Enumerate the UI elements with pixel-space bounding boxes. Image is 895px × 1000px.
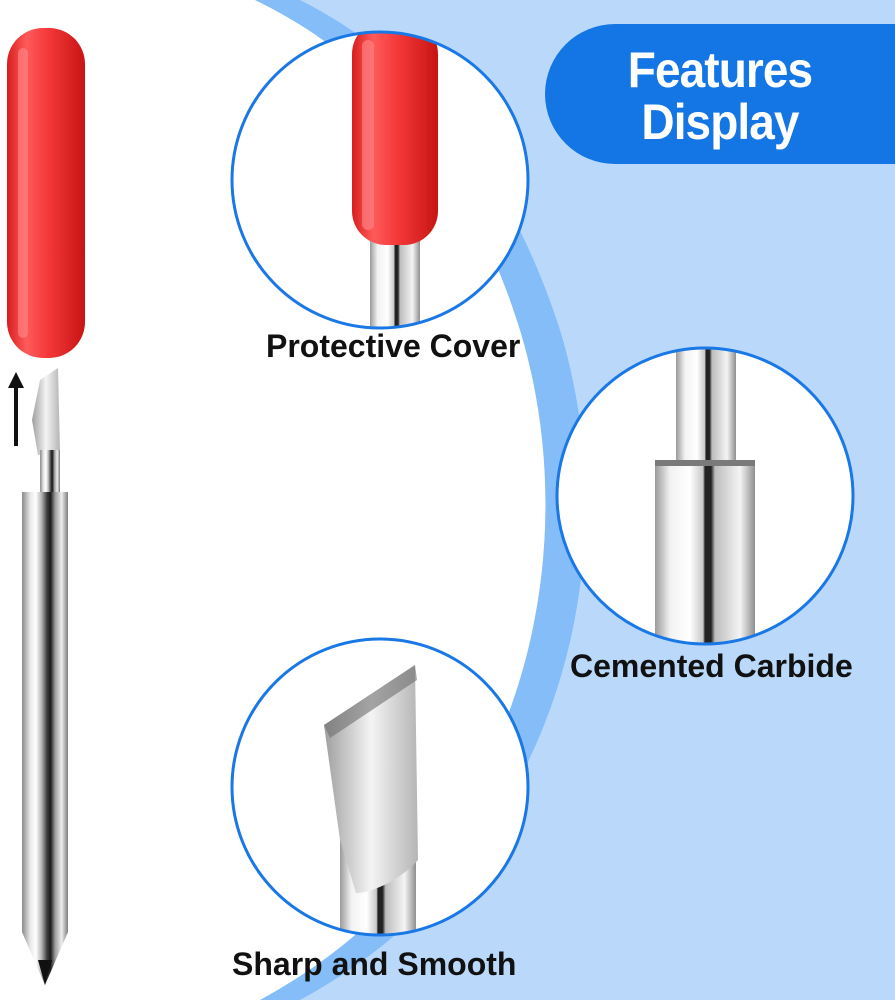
caption-protective-cover: Protective Cover bbox=[266, 328, 521, 364]
cemented-carbide-circle bbox=[555, 346, 855, 646]
blade-product-image bbox=[7, 28, 85, 985]
caption-sharp-and-smooth: Sharp and Smooth bbox=[232, 946, 517, 982]
features-display-badge: Features Display bbox=[545, 24, 895, 164]
caption-cemented-carbide: Cemented Carbide bbox=[570, 648, 853, 684]
arrow-up-icon bbox=[8, 372, 24, 446]
sharp-and-smooth-circle bbox=[230, 637, 530, 937]
protective-cover-circle bbox=[230, 30, 530, 330]
badge-line-1: Features bbox=[627, 42, 813, 98]
badge-line-2: Display bbox=[641, 94, 799, 150]
badge-title: Features Display bbox=[559, 44, 881, 148]
